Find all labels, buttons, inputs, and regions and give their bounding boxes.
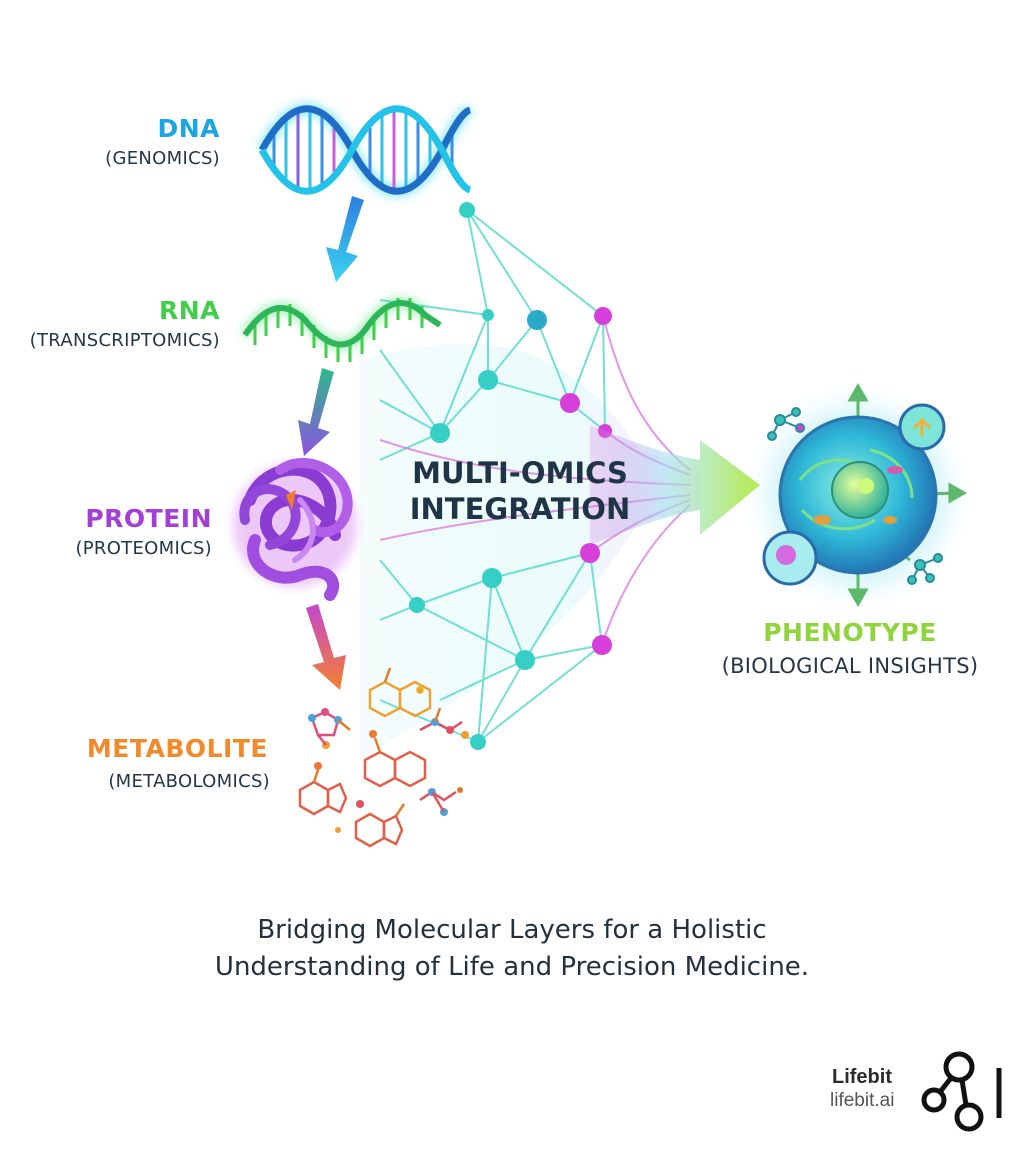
integration-label: MULTI-OMICS INTEGRATION	[395, 455, 645, 527]
arrow-rna-to-protein	[298, 368, 334, 456]
dna-title: DNA	[157, 114, 220, 143]
integration-arrow	[590, 425, 760, 545]
brand-url[interactable]: lifebit.ai	[830, 1090, 895, 1111]
arrow-protein-to-metabolite	[306, 604, 346, 690]
dna-helix-icon	[257, 103, 473, 197]
phenotype-subtitle: (BIOLOGICAL INSIGHTS)	[721, 654, 979, 678]
brand-name: Lifebit	[832, 1066, 892, 1088]
protein-subtitle: (PROTEOMICS)	[75, 538, 212, 559]
lifebit-logo-icon	[921, 1051, 1002, 1132]
arrow-dna-to-rna	[326, 196, 364, 282]
caption-line1: Bridging Molecular Layers for a Holistic	[257, 915, 767, 945]
rna-subtitle: (TRANSCRIPTOMICS)	[29, 330, 220, 351]
rna-strand-icon	[240, 298, 442, 362]
metabolite-subtitle: (METABOLOMICS)	[108, 771, 270, 792]
rna-title: RNA	[158, 296, 220, 325]
metabolite-molecules-icon	[298, 667, 469, 848]
dna-subtitle: (GENOMICS)	[105, 148, 220, 169]
phenotype-title: PHENOTYPE	[763, 618, 937, 647]
protein-fold-icon	[233, 457, 357, 601]
metabolite-title: METABOLITE	[86, 734, 268, 763]
protein-title: PROTEIN	[85, 504, 212, 533]
integration-line1: MULTI-OMICS	[412, 456, 628, 490]
integration-line2: INTEGRATION	[409, 492, 631, 526]
cell-icon	[738, 377, 978, 617]
caption-line2: Understanding of Life and Precision Medi…	[214, 952, 810, 982]
